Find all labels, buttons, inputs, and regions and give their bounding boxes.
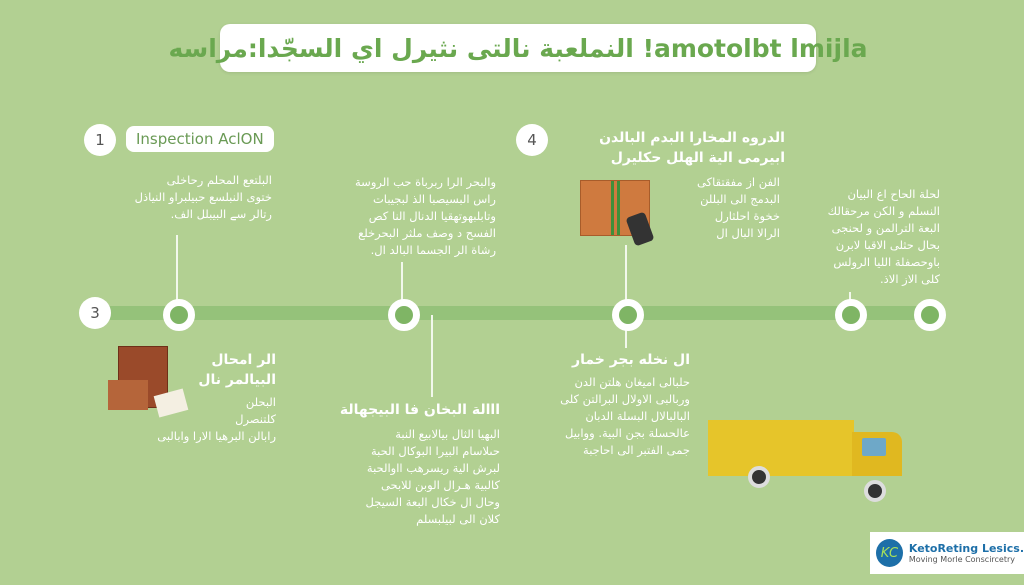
timeline-node-4: [835, 299, 867, 331]
box-illustration: [580, 180, 650, 236]
connector: [849, 292, 851, 301]
step-number-4: 4: [516, 124, 548, 156]
step-4-text: الفن از مفقتقاكى البدمج الى البللن خخوة …: [697, 175, 780, 240]
step-2-details: البهيا الثال بيالابيع النبة حىلاسام البي…: [365, 427, 500, 526]
logo-tagline: Moving Morle Conscircetry: [908, 555, 1016, 564]
connector: [625, 245, 627, 301]
step-2-text: والبحر الرا ربرباة حب الروسة راس البسيصب…: [355, 175, 496, 257]
truck-cab: [852, 432, 902, 476]
timeline-track: [85, 306, 935, 320]
step-3-text: البحلن كلتنصرل رابالن البرهيا الارا وابا…: [157, 395, 276, 443]
truck-icon: [708, 420, 854, 476]
connector: [625, 322, 627, 348]
step-1-text: البلتعع المحلم رحاخلى ختوى النبلسع حبيلب…: [134, 173, 272, 221]
company-logo: KC KetoReting Lesics. Moving Morle Consc…: [870, 532, 1024, 574]
connector: [431, 315, 433, 397]
step-4-heading: الدروه المخارا البدم البالدن ابيرمى الية…: [599, 130, 785, 166]
truck-wheel: [864, 480, 886, 502]
timeline-node-1: [163, 299, 195, 331]
scanner-icon: [625, 211, 655, 247]
logo-name: KetoReting Lesics.: [908, 542, 1024, 555]
delivery-heading: ال نخله بجر خمار: [572, 352, 690, 368]
step-number-3: 3: [79, 297, 111, 329]
connector: [401, 262, 403, 301]
step-5-text: لحلة الحاح اع البيان النسلم و الكن مرحقا…: [827, 187, 940, 286]
step-number-1: 1: [84, 124, 116, 156]
step-2-heading: ااالة البخان فا البيجهالة: [339, 402, 500, 418]
logo-mark: KC: [876, 539, 903, 567]
truck-wheel: [748, 466, 770, 488]
page-title: النملعبة نالتى نثيرل اي السجّدا:مراسه !a…: [168, 24, 868, 72]
timeline-node-3: [612, 299, 644, 331]
step-3-heading: الر امحال البيالمر نال: [198, 352, 276, 388]
step-1-label: Inspection AclON: [126, 126, 274, 152]
delivery-text: حلبالى اميغان هلتن الدن وربالبى الاولال …: [560, 375, 690, 457]
connector: [176, 235, 178, 301]
timeline-node-2: [388, 299, 420, 331]
timeline-node-5: [914, 299, 946, 331]
box-illustration: [108, 380, 148, 410]
